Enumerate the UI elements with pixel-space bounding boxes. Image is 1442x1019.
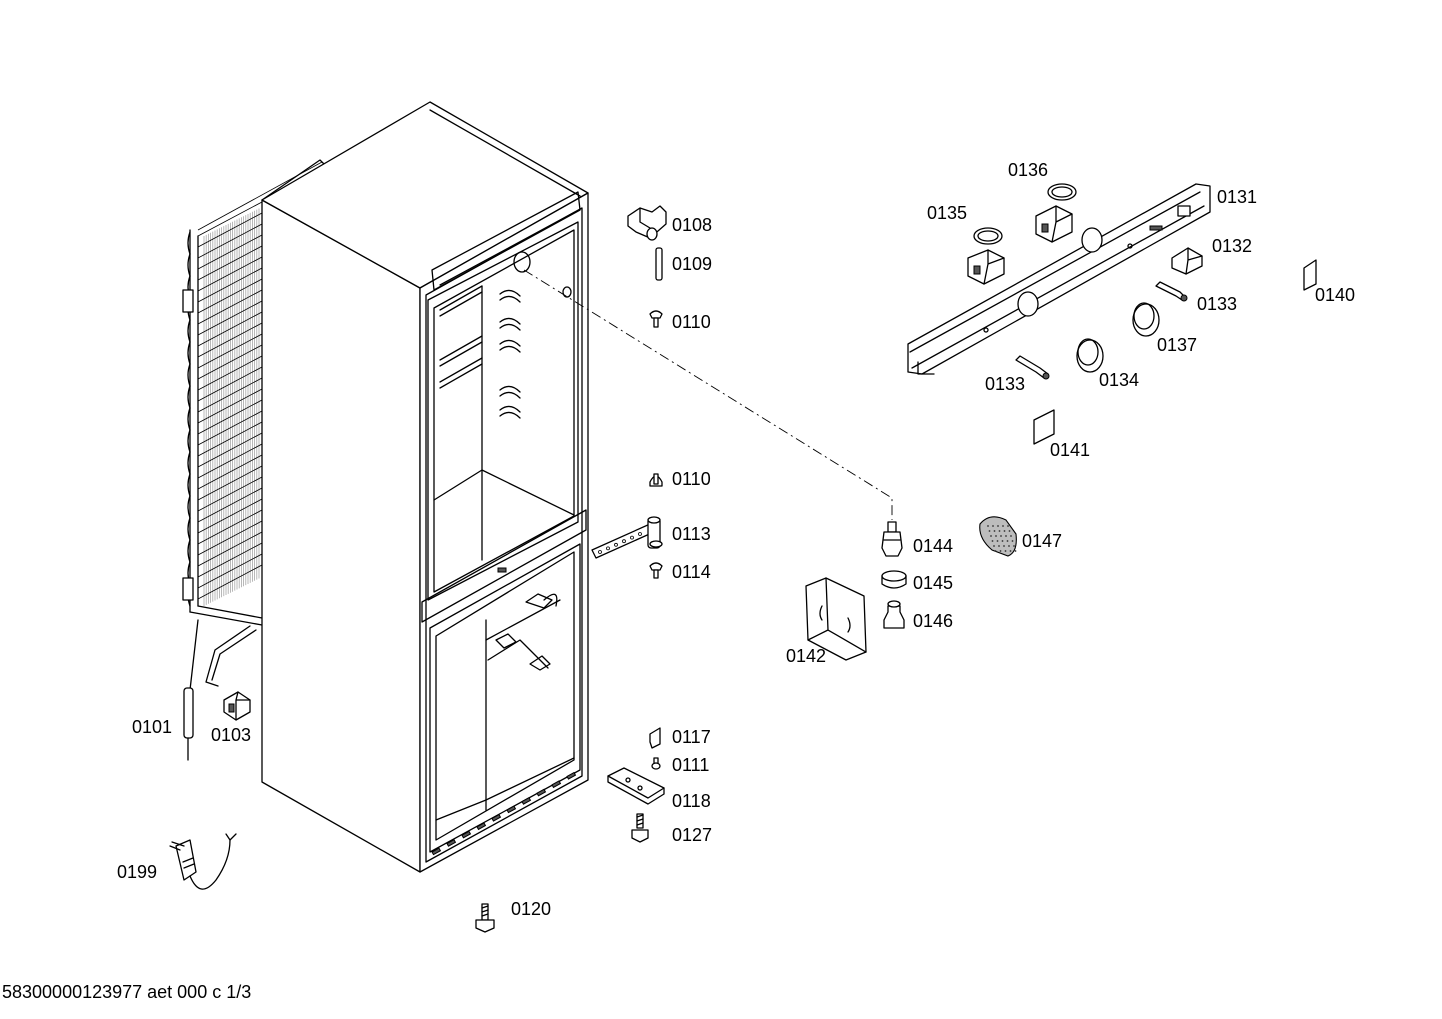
label-0140: 0140 — [1315, 285, 1356, 305]
part-0127-adjustable-foot — [631, 813, 649, 843]
label-0133-lower: 0133 — [985, 374, 1026, 394]
label-0145: 0145 — [913, 573, 954, 593]
label-0111: 0111 — [672, 755, 710, 775]
label-0136: 0136 — [1008, 160, 1049, 180]
part-0133-lamp-lower — [1015, 355, 1050, 380]
part-0131-control-panel — [907, 183, 1211, 375]
part-0144-thermostat-shaft — [881, 521, 903, 557]
label-0147: 0147 — [1022, 531, 1063, 551]
label-0131: 0131 — [1217, 187, 1258, 207]
part-0136-lamp-socket — [1035, 183, 1077, 243]
part-0111-screw — [651, 757, 661, 770]
label-0114: 0114 — [672, 562, 711, 582]
label-0127: 0127 — [672, 825, 713, 845]
part-0117-clip — [649, 727, 661, 749]
part-0146-stud — [883, 600, 905, 629]
part-0147-light-cover — [979, 516, 1017, 557]
label-0118: 0118 — [672, 791, 711, 811]
label-0108: 0108 — [672, 215, 713, 235]
label-0135: 0135 — [927, 203, 968, 223]
part-0132-switch — [1171, 247, 1203, 275]
label-0110-lower: 0110 — [672, 469, 711, 489]
part-0199-power-cord — [169, 833, 237, 890]
part-0142-thermostat-housing — [805, 577, 867, 661]
label-0109: 0109 — [672, 254, 713, 274]
label-0113: 0113 — [672, 524, 711, 544]
label-0144: 0144 — [913, 536, 954, 556]
part-0110-screw — [649, 310, 663, 328]
label-0134: 0134 — [1099, 370, 1140, 390]
part-0103-clip — [223, 691, 251, 721]
part-0134-knob — [1076, 338, 1104, 373]
fridge-cabinet — [261, 101, 589, 873]
part-0109-pin — [655, 247, 663, 281]
label-0137: 0137 — [1157, 335, 1198, 355]
part-0145-ring — [881, 570, 907, 589]
label-0133-upper: 0133 — [1197, 294, 1238, 314]
label-0103: 0103 — [211, 725, 252, 745]
part-0141-label — [1033, 409, 1055, 445]
part-0140-label — [1303, 259, 1317, 291]
part-0113-hinge-bracket — [591, 516, 663, 559]
label-0110-upper: 0110 — [672, 312, 711, 332]
part-0137-knob — [1132, 302, 1160, 337]
part-0110-screw-lower — [649, 473, 663, 487]
part-0114-screw — [649, 562, 663, 579]
label-0120: 0120 — [511, 899, 552, 919]
part-0120-foot — [475, 903, 495, 933]
label-0199: 0199 — [117, 862, 158, 882]
label-0101: 0101 — [132, 717, 173, 737]
condenser-coil — [182, 159, 327, 761]
label-0141: 0141 — [1050, 440, 1091, 460]
label-0132: 0132 — [1212, 236, 1253, 256]
label-0146: 0146 — [913, 611, 954, 631]
drawing-id-footer: 58300000123977 aet 000 c 1/3 — [2, 982, 252, 1002]
part-0118-foot-plate — [607, 767, 665, 805]
part-0108-hinge — [627, 205, 667, 241]
label-0117: 0117 — [672, 727, 711, 747]
label-0142: 0142 — [786, 646, 827, 666]
part-0135-lamp-socket — [967, 227, 1005, 285]
part-0133-lamp-upper — [1155, 281, 1188, 302]
leader-line — [523, 269, 893, 520]
